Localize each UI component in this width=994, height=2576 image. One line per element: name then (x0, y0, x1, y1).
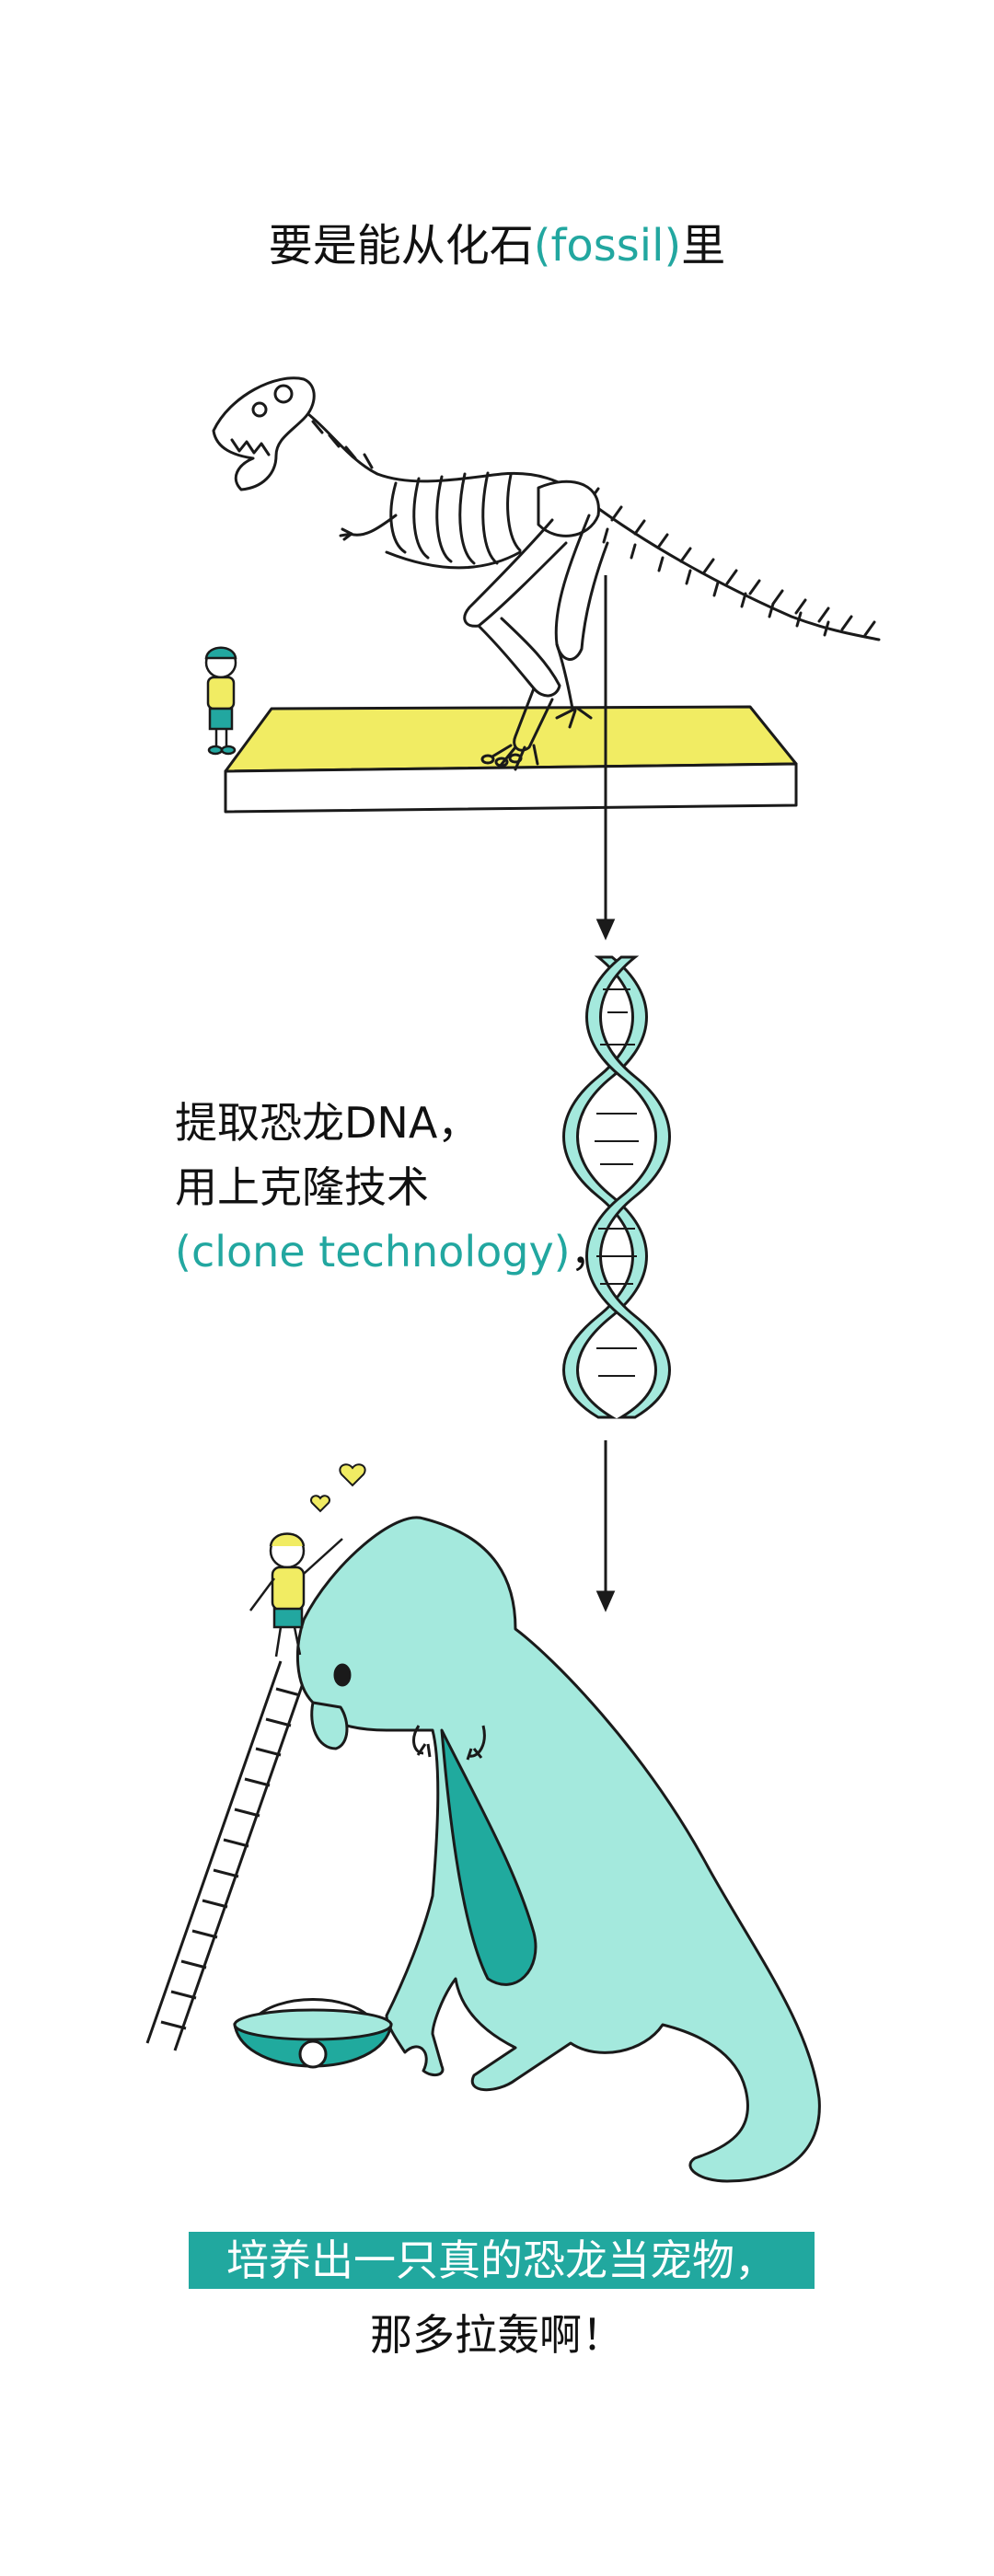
t-rex-skeleton (212, 376, 881, 771)
caption-top-zh-end: 里 (681, 220, 726, 271)
ladder (145, 1660, 310, 2051)
caption-middle-line2: 用上克隆技术 (175, 1162, 429, 1212)
caption-top-en: (fossil) (533, 220, 682, 271)
caption-bottom-highlight: 培养出一只真的恐龙当宠物， (226, 2235, 777, 2285)
caption-top-zh: 要是能从化石 (268, 220, 534, 271)
child-visitor (204, 646, 237, 756)
dna-double-helix (562, 955, 671, 1419)
caption-bottom-line2: 那多拉轰啊！ (370, 2310, 624, 2360)
caption-middle-en: (clone technology) (175, 1227, 571, 1276)
arrow-down (595, 575, 616, 941)
caption-middle-line1: 提取恐龙DNA， (175, 1098, 480, 1148)
pet-t-rex (295, 1516, 821, 2183)
museum-platform (224, 705, 798, 814)
girl-on-ladder (248, 1532, 343, 1658)
heart-icon (310, 1463, 366, 1513)
caption-top: 要是能从化石(fossil)里 (0, 214, 994, 278)
caption-middle-line3: (clone technology)， (175, 1219, 613, 1284)
arrow-down (595, 1440, 616, 1612)
highlight-banner (189, 2232, 815, 2289)
caption-middle-punct: ， (570, 1227, 613, 1276)
food-bowl (233, 1998, 393, 2069)
